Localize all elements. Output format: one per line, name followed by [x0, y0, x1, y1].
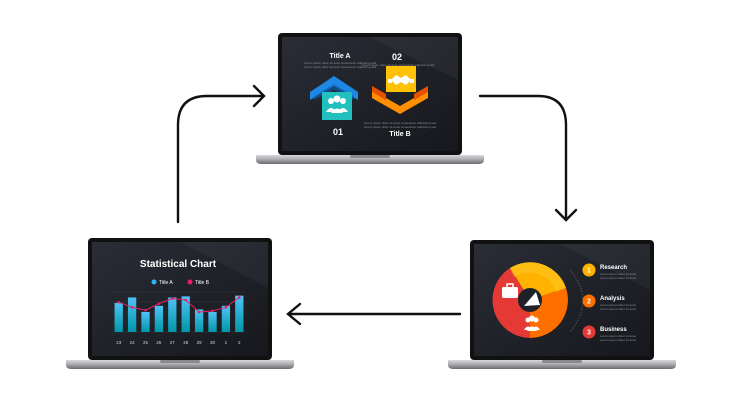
x-tick-28: 28 — [183, 340, 189, 345]
step-badge-2 — [582, 294, 596, 308]
step-badge-3 — [582, 325, 596, 339]
point-title-b-29 — [197, 310, 201, 314]
bar-title-a-30 — [208, 312, 217, 332]
blue-arrow-shape — [310, 76, 358, 100]
x-tick-25: 25 — [143, 340, 149, 345]
point-title-b-24 — [130, 305, 134, 309]
point-title-b-23 — [117, 300, 120, 304]
x-tick-24: 24 — [130, 340, 136, 345]
legend-label-b: Title B — [195, 280, 210, 286]
legend-label-a: Title A — [159, 280, 173, 286]
point-title-b-26 — [157, 302, 161, 305]
legend-swatch-a — [151, 279, 157, 285]
step-lorem-1: Lorem ipsum dolor sit amet — [600, 272, 636, 276]
bar-title-a-25 — [141, 312, 150, 332]
step-number-2: 2 — [587, 299, 591, 306]
num-01: 01 — [333, 127, 343, 137]
chart-title: Statistical Chart — [140, 259, 217, 270]
point-title-b-2 — [238, 296, 241, 299]
point-title-b-27 — [171, 297, 174, 300]
bar-title-a-23 — [114, 302, 123, 332]
bar-title-a-28 — [181, 296, 190, 332]
step-lorem-2: Lorem ipsum dolor sit amet — [600, 303, 636, 307]
x-tick-1: 1 — [225, 340, 228, 345]
bar-title-a-24 — [127, 297, 137, 332]
chart-legend: Title A Title B — [151, 279, 210, 286]
x-tick-30: 30 — [210, 340, 216, 345]
x-tick-29: 29 — [197, 340, 203, 345]
laptop-left: Statistical Chart Title A Title B 23 24 25… — [66, 238, 294, 369]
step-number-3: 3 — [587, 330, 591, 337]
title-b: Title B — [389, 131, 410, 138]
lorem-a2: Lorem ipsum dolor sit amet consectetur a… — [304, 65, 377, 69]
point-title-b-30 — [211, 309, 214, 313]
point-title-b-25 — [144, 308, 147, 312]
step-lorem2-1: Lorem ipsum dolor sit amet — [600, 276, 636, 280]
bar-title-a-1 — [221, 305, 231, 332]
arrow-top-to-right — [478, 94, 568, 220]
x-tick-26: 26 — [156, 340, 162, 345]
legend-swatch-b — [187, 279, 193, 285]
line-title-b — [118, 297, 240, 313]
point-title-b-1 — [224, 305, 228, 309]
bar-title-a-27 — [168, 297, 177, 332]
step-label-3: Business — [600, 327, 627, 333]
cycle-arrows — [176, 84, 578, 326]
step-label-2: Analysis — [600, 296, 625, 302]
step-lorem2-2: Lorem ipsum dolor sit amet — [600, 307, 636, 311]
x-tick-23: 23 — [116, 340, 122, 345]
point-title-b-28 — [184, 298, 187, 302]
x-tick-27: 27 — [170, 340, 176, 345]
lorem-b: Lorem ipsum dolor sit amet consectetur a… — [364, 121, 437, 125]
handshake-icon — [388, 75, 414, 85]
cycle-pie — [492, 262, 568, 338]
lorem-02: Lorem ipsum dolor sit amet consectetur a… — [362, 63, 435, 67]
lorem-a: Lorem ipsum dolor sit amet consectetur a… — [304, 61, 377, 65]
x-tick-2: 2 — [238, 340, 241, 345]
people-icon — [326, 95, 348, 113]
arrow-left-to-top — [176, 94, 264, 224]
step-number-1: 1 — [587, 268, 591, 275]
people-icon-2 — [524, 315, 540, 331]
step-badge-1 — [582, 263, 596, 277]
bar-chart: 23 24 25 26 27 28 29 30 1 2 — [112, 291, 246, 345]
pie-chart-icon — [524, 292, 540, 306]
step-label-1: Research — [600, 265, 627, 271]
step-lorem2-3: Lorem ipsum dolor sit amet — [600, 338, 636, 342]
step-lorem-3: Lorem ipsum dolor sit amet — [600, 334, 636, 338]
title-a: Title A — [329, 53, 350, 60]
laptop-top: Title A Lorem ipsum dolor sit amet conse… — [256, 33, 484, 164]
briefcase-icon — [502, 283, 518, 298]
lorem-b2: Lorem ipsum dolor sit amet consectetur a… — [364, 125, 437, 129]
num-02: 02 — [392, 52, 402, 62]
bar-title-a-2 — [235, 295, 244, 332]
bar-title-a-29 — [194, 309, 204, 332]
orange-arrow-shape — [372, 90, 428, 114]
bar-title-a-26 — [154, 305, 164, 332]
